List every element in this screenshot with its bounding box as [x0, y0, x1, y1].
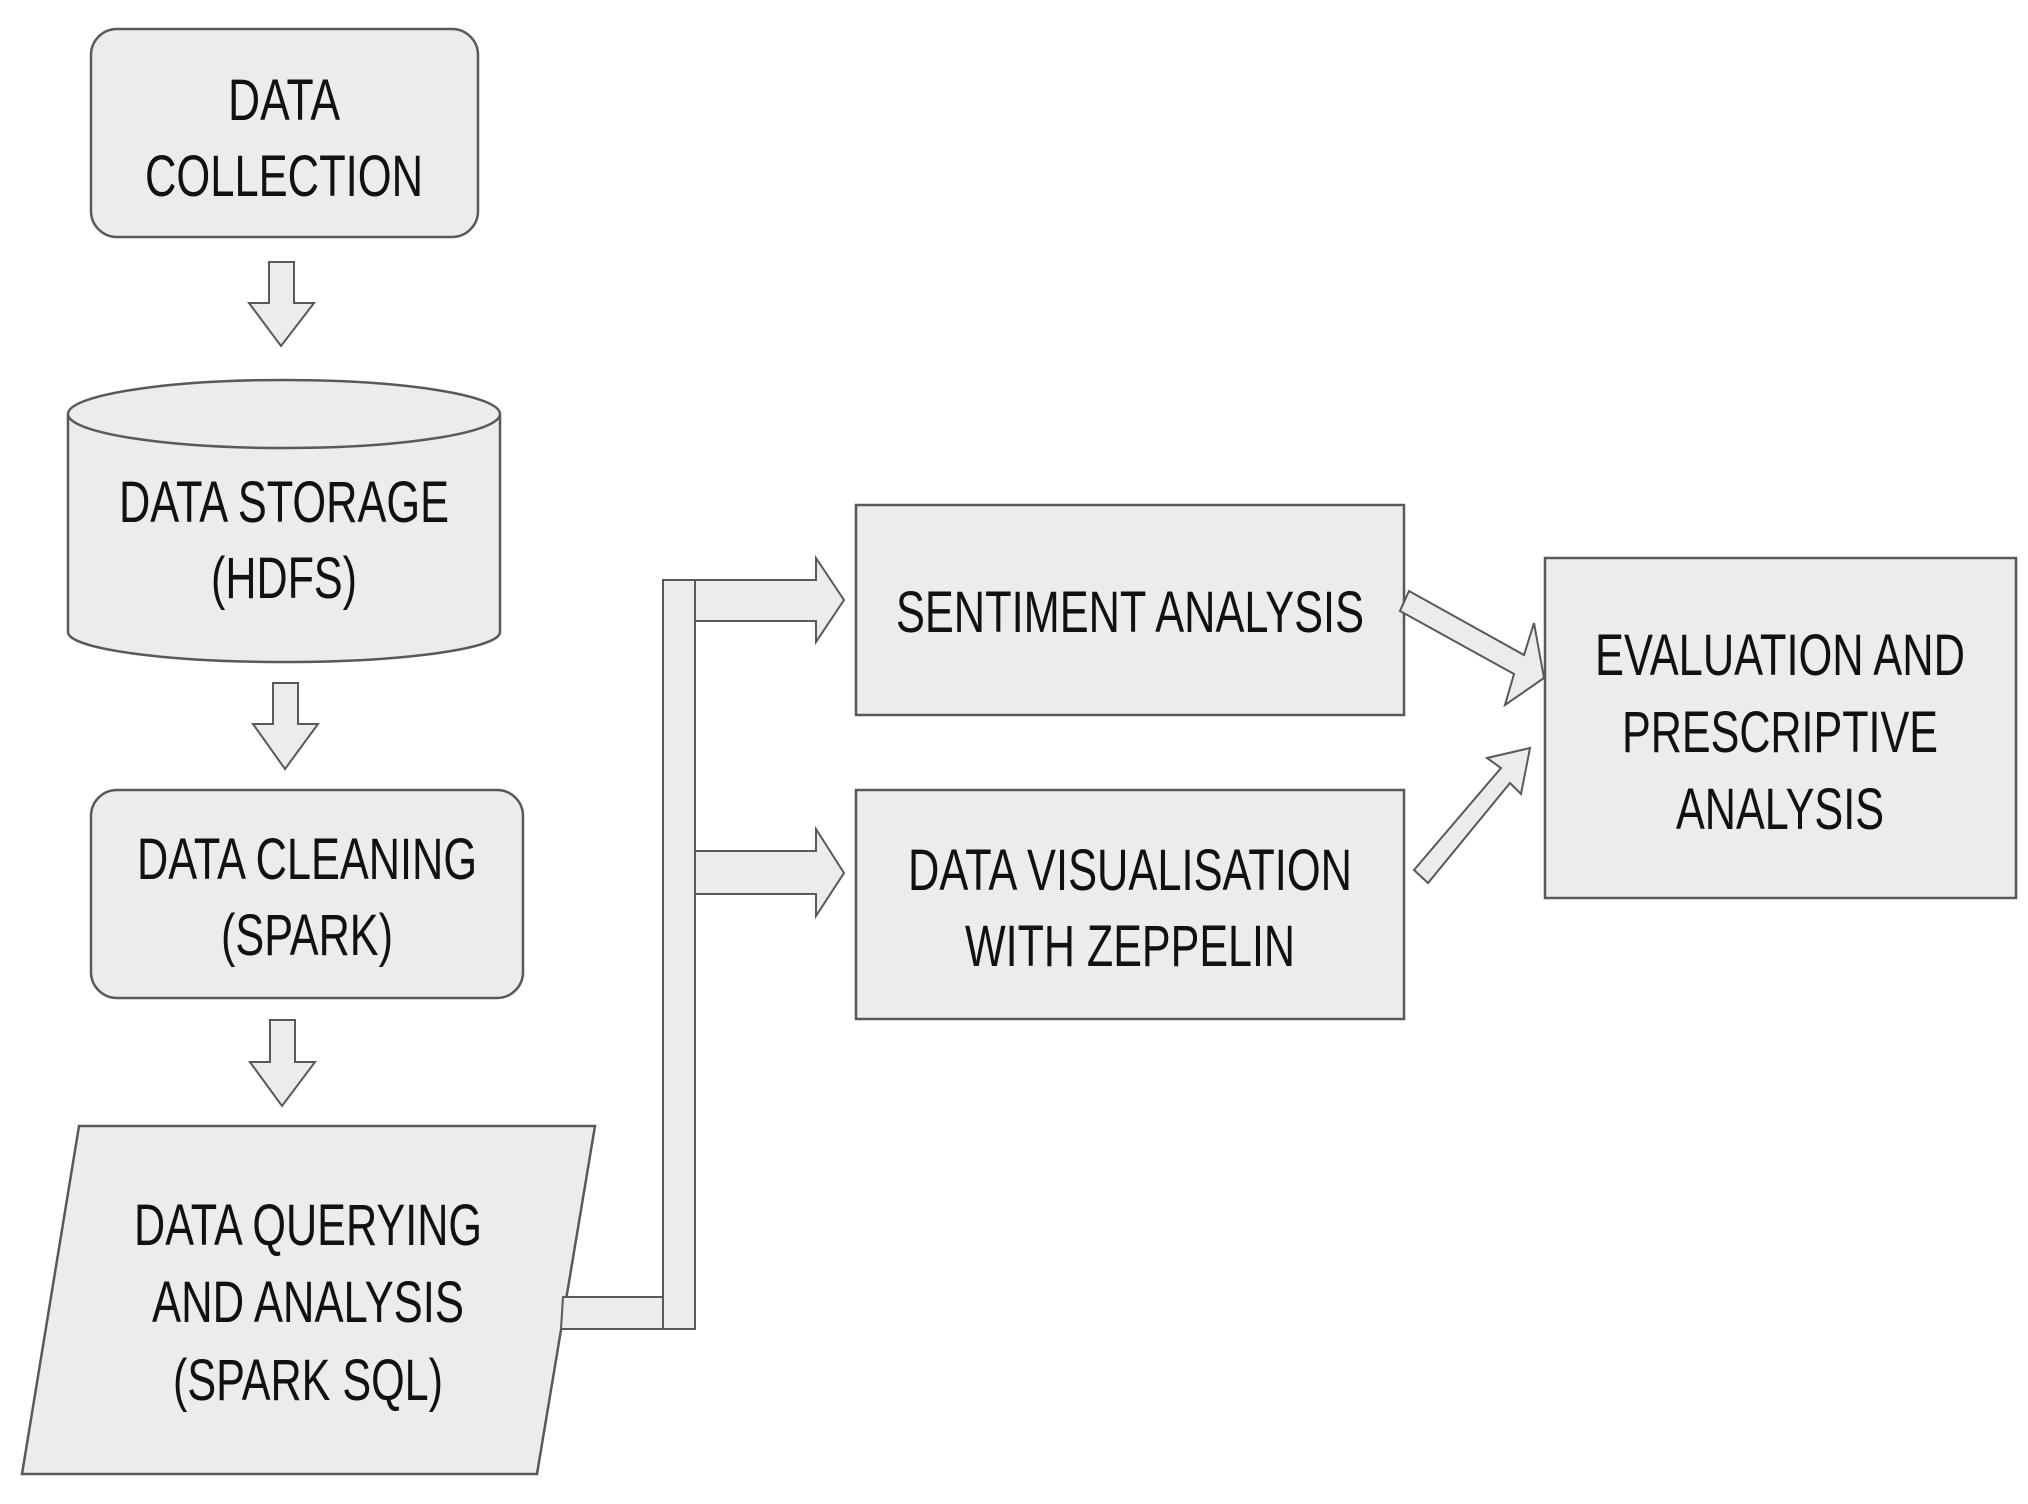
- node-data-storage: DATA STORAGE (HDFS): [66, 378, 502, 664]
- data-querying-parallelogram: [20, 1124, 597, 1476]
- evaluation-box: [1543, 556, 2018, 900]
- data-cleaning-label-1: DATA CLEANING: [137, 827, 477, 892]
- data-cleaning-box: [89, 788, 525, 1000]
- data-visualisation-box: [854, 788, 1406, 1021]
- evaluation-label-1: EVALUATION AND: [1595, 623, 1965, 688]
- arrow-visualisation-to-evaluation: [1412, 746, 1532, 885]
- data-cleaning-label-2: (SPARK): [221, 903, 393, 968]
- data-storage-cylinder-body: [66, 414, 502, 664]
- node-data-cleaning: DATA CLEANING (SPARK): [89, 788, 525, 1000]
- data-storage-label-2: (HDFS): [211, 546, 357, 611]
- node-evaluation: EVALUATION AND PRESCRIPTIVE ANALYSIS: [1543, 556, 2018, 900]
- node-data-visualisation: DATA VISUALISATION WITH ZEPPELIN: [854, 788, 1406, 1021]
- arrow-storage-to-cleaning: [251, 682, 320, 771]
- arrow-to-sentiment-analysis: [694, 554, 846, 646]
- data-storage-cylinder-top: [66, 378, 502, 450]
- node-sentiment-analysis: SENTIMENT ANALYSIS: [854, 503, 1406, 717]
- connector-vertical-bar: [662, 579, 696, 1330]
- data-visualisation-label-2: WITH ZEPPELIN: [965, 914, 1295, 979]
- arrow-cleaning-to-querying: [248, 1019, 317, 1108]
- data-querying-label-3: (SPARK SQL): [173, 1348, 443, 1413]
- arrow-to-data-visualisation: [694, 825, 846, 920]
- arrow-sentiment-to-evaluation: [1398, 589, 1546, 708]
- node-data-collection: DATA COLLECTION: [89, 27, 480, 239]
- data-querying-label-2: AND ANALYSIS: [152, 1270, 464, 1335]
- branch-connector: [559, 554, 846, 1330]
- evaluation-label-3: ANALYSIS: [1676, 777, 1884, 842]
- data-visualisation-label-1: DATA VISUALISATION: [908, 838, 1352, 903]
- connector-horizontal-stub: [559, 1296, 664, 1330]
- data-querying-label-1: DATA QUERYING: [134, 1193, 482, 1258]
- arrow-collection-to-storage: [247, 261, 317, 348]
- data-collection-label-2: COLLECTION: [145, 144, 423, 209]
- data-storage-label-1: DATA STORAGE: [119, 470, 449, 535]
- sentiment-analysis-box: [854, 503, 1406, 717]
- data-collection-box: [89, 27, 480, 239]
- data-collection-label-1: DATA: [228, 68, 340, 133]
- sentiment-analysis-label: SENTIMENT ANALYSIS: [896, 580, 1364, 645]
- node-data-querying: DATA QUERYING AND ANALYSIS (SPARK SQL): [20, 1124, 597, 1476]
- evaluation-label-2: PRESCRIPTIVE: [1622, 700, 1938, 765]
